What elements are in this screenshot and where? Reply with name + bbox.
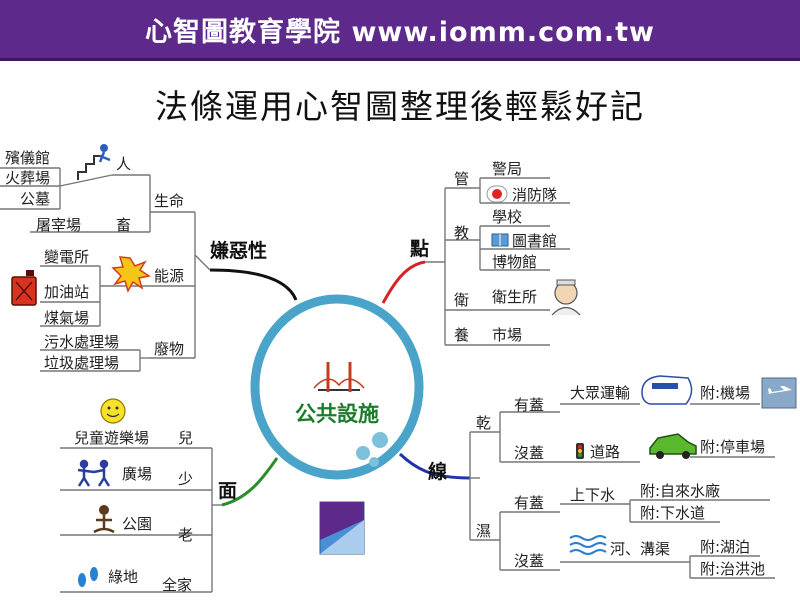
car-icon — [649, 433, 697, 459]
header-bar: 心智圖教育學院 www.iomm.com.tw — [0, 0, 800, 61]
traffic-light-icon — [576, 443, 584, 459]
small-bubble — [372, 432, 388, 448]
guard-label: 管 — [454, 170, 470, 188]
dry-uncovered-attach: 附:停車場 — [700, 438, 766, 456]
waste-item: 垃圾處理場 — [44, 354, 120, 372]
dry-covered-label: 有蓋 — [514, 396, 545, 414]
wet-uncovered-item: 河、溝渠 — [610, 540, 671, 558]
people-item: 公墓 — [20, 190, 51, 208]
branch-objection-label: 嫌惡性 — [210, 240, 268, 262]
guard-item: 消防隊 — [512, 186, 558, 204]
energy-item: 煤氣場 — [44, 309, 90, 327]
stairs-person-icon — [77, 144, 111, 180]
explosion-icon — [111, 256, 151, 293]
dry-label: 乾 — [476, 414, 492, 432]
edu-label: 教 — [454, 224, 470, 242]
child-label: 兒 — [178, 429, 194, 447]
small-bubble — [369, 457, 379, 467]
dancing-people-icon — [77, 459, 111, 487]
dry-uncovered-label: 沒蓋 — [514, 444, 545, 462]
waste-label: 廢物 — [154, 340, 185, 358]
health-item: 衛生所 — [492, 288, 538, 306]
energy-item: 加油站 — [44, 283, 90, 301]
wet-covered-item: 上下水 — [570, 486, 616, 504]
branch-line-label: 線 — [428, 461, 448, 483]
wet-label: 濕 — [476, 522, 492, 540]
child-item: 兒童遊樂場 — [74, 429, 150, 447]
wet-uncovered-attach: 附:湖泊 — [700, 538, 751, 556]
water-waves-icon — [569, 535, 607, 555]
elder-item: 公園 — [122, 515, 153, 533]
edu-item: 博物館 — [492, 253, 538, 271]
bridge-icon — [313, 362, 365, 392]
logo-icon — [319, 501, 365, 555]
train-icon — [641, 375, 693, 405]
wet-covered-attach: 附:自來水廠 — [640, 482, 721, 500]
dry-uncovered-item: 道路 — [590, 443, 621, 461]
branch-point-label: 點 — [410, 238, 430, 260]
dry-covered-attach: 附:機場 — [700, 384, 751, 402]
edu-item: 圖書館 — [512, 232, 558, 250]
edu-item: 學校 — [492, 208, 523, 226]
branch-point — [381, 260, 426, 304]
header-title: 心智圖教育學院 www.iomm.com.tw — [145, 17, 655, 48]
youth-item: 廣場 — [122, 465, 153, 483]
center-bubble — [250, 294, 424, 480]
fire-station-icon — [486, 185, 508, 203]
center-label: 公共設施 — [295, 402, 379, 426]
branch-line — [398, 452, 471, 480]
life-label: 生命 — [154, 192, 185, 210]
branch-area — [221, 457, 279, 507]
small-bubble — [356, 446, 370, 460]
wet-uncovered-attach: 附:治洪池 — [700, 560, 766, 578]
page-title: 法條運用心智圖整理後輕鬆好記 — [155, 87, 645, 126]
people-item: 殯儀館 — [5, 149, 51, 167]
dry-covered-item: 大眾運輸 — [570, 384, 631, 402]
nurture-label: 養 — [454, 326, 470, 344]
book-icon — [491, 233, 509, 247]
animal-label: 畜 — [116, 216, 132, 234]
footprint-icon — [78, 567, 98, 587]
energy-label: 能源 — [154, 267, 185, 285]
animal-item: 屠宰場 — [36, 216, 82, 234]
wet-covered-attach: 附:下水道 — [640, 504, 706, 522]
gas-can-icon — [11, 270, 37, 306]
people-label: 人 — [116, 155, 132, 173]
wet-uncovered-label: 沒蓋 — [514, 552, 545, 570]
branch-objection — [209, 268, 298, 301]
yoga-person-icon — [93, 505, 115, 534]
branch-area-label: 面 — [218, 480, 238, 502]
airplane-icon — [761, 377, 797, 409]
family-label: 全家 — [162, 576, 193, 594]
doctor-icon — [551, 279, 581, 316]
family-item: 綠地 — [108, 568, 139, 586]
smiley-icon — [100, 398, 126, 424]
waste-item: 污水處理場 — [44, 333, 120, 351]
people-item: 火葬場 — [5, 169, 51, 187]
youth-label: 少 — [178, 470, 194, 488]
wet-covered-label: 有蓋 — [514, 494, 545, 512]
energy-item: 變電所 — [44, 248, 90, 266]
elder-label: 老 — [178, 526, 194, 544]
guard-item: 警局 — [492, 160, 523, 178]
nurture-item: 市場 — [492, 326, 523, 344]
health-label: 衛 — [454, 291, 470, 309]
